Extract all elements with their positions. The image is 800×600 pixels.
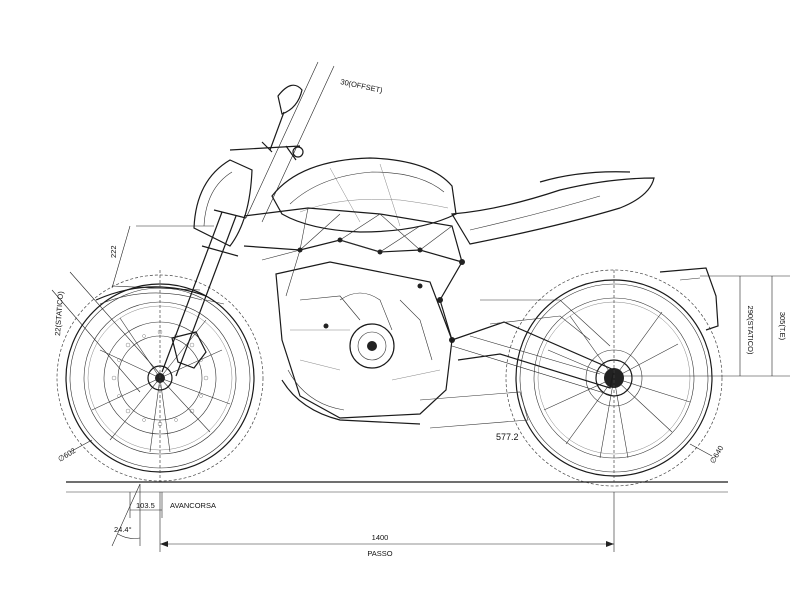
rake-angle-dimension: 24.4° <box>111 483 141 547</box>
fork-height-label: 222 <box>109 245 118 258</box>
trellis-frame <box>243 207 465 343</box>
wheel-centerlines <box>159 270 615 482</box>
rear-height-label: 305(T.E) <box>778 312 787 341</box>
rake-angle-label: 24.4° <box>114 525 132 534</box>
fork-height-dimension: 222 <box>109 225 214 291</box>
fuel-tank <box>271 157 457 233</box>
front-fork <box>95 209 247 377</box>
seat-tail <box>450 171 719 331</box>
swingarm <box>451 299 615 389</box>
rear-diameter-label: ∅640 <box>708 444 725 465</box>
front-static-dimension: 22(STATICO) <box>51 271 161 393</box>
swingarm-label: 577.2 <box>496 432 519 442</box>
front-static-label: 22(STATICO) <box>53 290 65 336</box>
offset-dimension: 30(OFFSET) <box>245 61 384 223</box>
ground-lines <box>66 481 728 493</box>
swingarm-dimension: 577.2 <box>451 345 615 442</box>
rear-diameter-dimension: ∅640 <box>689 443 725 465</box>
headlight-handlebar <box>193 84 304 247</box>
engine-block <box>275 261 529 429</box>
wheelbase-dimension: 1400 PASSO <box>159 492 615 558</box>
offset-label: 30(OFFSET) <box>340 77 384 95</box>
front-diameter-dimension: ∅602 <box>56 439 93 464</box>
rear-height-dimensions: 290(STATICO) 305(T.E) <box>620 275 790 377</box>
wheelbase-label: PASSO <box>367 549 392 558</box>
rear-static-label: 290(STATICO) <box>746 306 755 355</box>
trail-label: AVANCORSA <box>170 501 216 510</box>
trail-dimension: 103.5 AVANCORSA <box>129 492 216 518</box>
trail-value: 103.5 <box>136 501 155 510</box>
front-diameter-label: ∅602 <box>56 446 77 464</box>
wheelbase-value: 1400 <box>372 533 389 542</box>
